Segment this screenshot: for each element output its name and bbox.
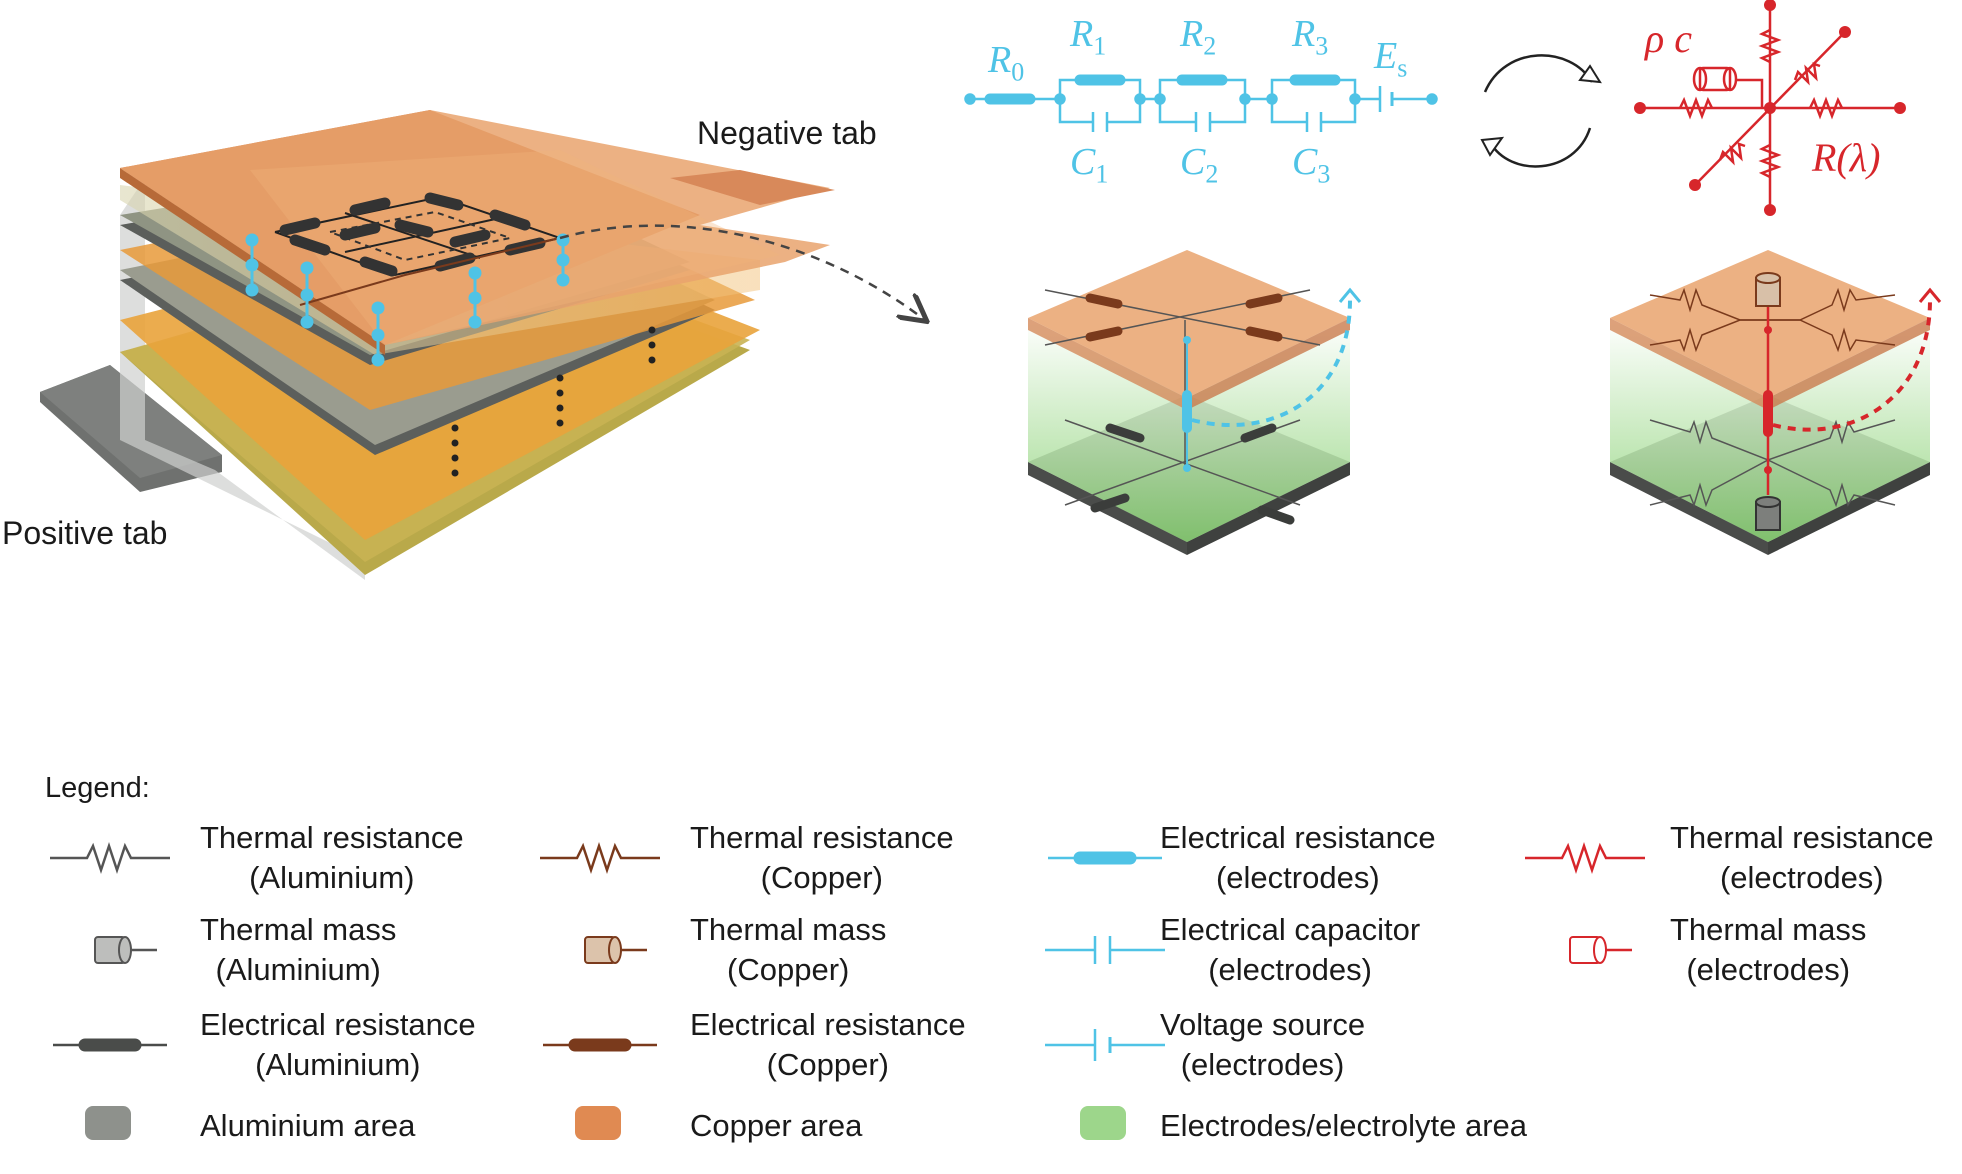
legend-item: Copper area xyxy=(535,1098,862,1148)
c3-label: C3 xyxy=(1292,141,1331,189)
thermal-mass-electrodes-icon xyxy=(1520,925,1650,975)
legend-item: Electrical resistance(Copper) xyxy=(535,1005,966,1085)
thermal-mass-copper-icon xyxy=(535,925,665,975)
electrical-capacitor-electrodes-icon xyxy=(1040,925,1170,975)
legend-item: Electrical capacitor(electrodes) xyxy=(1040,910,1420,990)
aluminium-area-swatch-icon xyxy=(45,1098,175,1148)
legend-title: Legend: xyxy=(45,772,150,804)
legend-item: Electrodes/electrolyte area xyxy=(1040,1098,1527,1148)
r1-label: R1 xyxy=(1070,13,1107,61)
voltage-source-electrodes-icon xyxy=(1040,1020,1170,1070)
thermal-mass-aluminium-icon xyxy=(45,925,175,975)
legend-label: Thermal mass(Aluminium) xyxy=(200,912,397,987)
c2-label: C2 xyxy=(1180,141,1219,189)
legend-item: Thermal resistance(electrodes) xyxy=(1520,818,1934,898)
negative-tab xyxy=(120,110,830,345)
copper-area-swatch-icon xyxy=(535,1098,665,1148)
electrical-resistance-copper-icon xyxy=(535,1020,665,1070)
legend-label: Electrical resistance(Aluminium) xyxy=(200,1007,476,1082)
legend-item: Thermal resistance(Aluminium) xyxy=(45,818,464,898)
electrical-cell xyxy=(1028,250,1362,555)
legend-label: Aluminium area xyxy=(200,1108,416,1143)
legend-label: Thermal mass(electrodes) xyxy=(1670,912,1867,987)
thermal-resistance-aluminium-icon xyxy=(45,833,175,883)
legend-label: Voltage source(electrodes) xyxy=(1160,1007,1366,1082)
electrical-resistance-electrodes-icon xyxy=(1040,833,1170,883)
legend-item: Thermal mass(Copper) xyxy=(535,910,886,990)
legend-item: Thermal mass(electrodes) xyxy=(1520,910,1866,990)
electrolyte-area-swatch-icon xyxy=(1040,1098,1170,1148)
equivalent-circuit xyxy=(964,74,1438,132)
es-label: Es xyxy=(1374,35,1408,83)
thermal-cell xyxy=(1610,250,1942,555)
thermal-resistance-electrodes-icon xyxy=(1520,833,1650,883)
legend-item: Electrical resistance(electrodes) xyxy=(1040,818,1436,898)
r3-label: R3 xyxy=(1292,13,1329,61)
legend-item: Thermal resistance(Copper) xyxy=(535,818,954,898)
positive-tab-label: Positive tab xyxy=(2,515,168,551)
electrical-resistance-aluminium-icon xyxy=(45,1020,175,1070)
legend-label: Copper area xyxy=(690,1108,863,1143)
rho-c-label: ρ c xyxy=(1645,16,1692,61)
legend-label: Electrical capacitor(electrodes) xyxy=(1160,912,1421,987)
r-lambda-label: R(λ) xyxy=(1812,135,1881,180)
r0-label: R0 xyxy=(988,39,1025,87)
legend-item: Aluminium area xyxy=(45,1098,415,1148)
legend-label: Electrodes/electrolyte area xyxy=(1160,1108,1528,1143)
legend-label: Electrical resistance(electrodes) xyxy=(1160,820,1436,895)
legend-label: Thermal mass(Copper) xyxy=(690,912,887,987)
r2-label: R2 xyxy=(1180,13,1217,61)
legend-label: Thermal resistance(Copper) xyxy=(690,820,954,895)
zoom-arrow xyxy=(559,224,925,320)
legend-item: Electrical resistance(Aluminium) xyxy=(45,1005,476,1085)
thermal-resistance-copper-icon xyxy=(535,833,665,883)
battery-stack xyxy=(40,110,925,580)
negative-tab-label: Negative tab xyxy=(697,115,877,151)
legend-label: Thermal resistance(Aluminium) xyxy=(200,820,464,895)
coupling-arrows xyxy=(1480,54,1602,168)
legend-label: Thermal resistance(electrodes) xyxy=(1670,820,1934,895)
c1-label: C1 xyxy=(1070,141,1109,189)
legend-item: Thermal mass(Aluminium) xyxy=(45,910,396,990)
legend-label: Electrical resistance(Copper) xyxy=(690,1007,966,1082)
legend-item: Voltage source(electrodes) xyxy=(1040,1005,1365,1085)
